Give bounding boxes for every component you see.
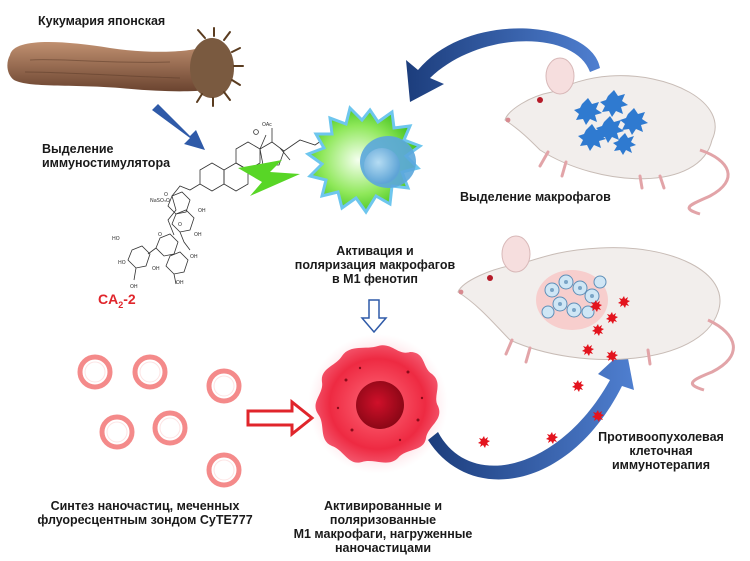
nanoparticle-ring (77, 354, 113, 390)
label-compound: CA2-2 (98, 291, 136, 310)
arrow-macrophage-isolation (406, 28, 600, 102)
label-sea-cucumber: Кукумария японская (38, 14, 166, 28)
svg-text:OH: OH (130, 284, 138, 290)
svg-text:HO: HO (112, 236, 120, 242)
svg-text:O: O (164, 192, 168, 198)
nanoparticle-ring (206, 452, 242, 488)
mouse-donor-icon (504, 57, 730, 216)
svg-text:OH: OH (152, 266, 160, 272)
svg-text:OH: OH (176, 280, 184, 286)
label-immunotherapy: Противоопухолевая клеточная иммунотерапи… (598, 430, 724, 472)
svg-text:O: O (158, 232, 162, 238)
label-macrophage-isolation: Выделение макрофагов (460, 190, 611, 204)
sea-cucumber-icon (7, 27, 244, 107)
arrow-down (360, 299, 388, 334)
m1-macrophage-icon (308, 334, 448, 474)
nanoparticle-ring (99, 414, 135, 450)
svg-text:OH: OH (190, 254, 198, 260)
svg-text:OH: OH (194, 232, 202, 238)
mouse-tumor-icon (457, 235, 735, 392)
svg-text:OAc: OAc (262, 122, 272, 128)
svg-text:NaSO₃O: NaSO₃O (150, 198, 170, 204)
compound-atom-labels: NaSO₃O OH OH HO OH HO OH OH OH O O O OAc (112, 122, 272, 290)
nanoparticle-ring (152, 410, 188, 446)
svg-text:O: O (178, 222, 182, 228)
label-loaded-macrophages: Активированные и поляризованные М1 макро… (293, 499, 473, 555)
svg-text:HO: HO (118, 260, 126, 266)
label-synthesis: Синтез наночастиц, меченных флуоресцентн… (37, 499, 253, 527)
macrophage-green-icon (304, 105, 424, 215)
label-isolation: Выделение иммуностимулятора (42, 142, 171, 170)
lightning-icon (238, 160, 300, 196)
nanoparticle-ring (132, 354, 168, 390)
nanoparticle-group (77, 354, 242, 488)
arrow-immunotherapy (428, 348, 634, 480)
arrow-isolation (152, 104, 205, 150)
nanoparticle-ring (206, 368, 242, 404)
svg-text:OH: OH (198, 208, 206, 214)
arrow-loading (246, 398, 315, 438)
label-activation: Активация и поляризация макрофагов в М1 … (294, 244, 456, 286)
